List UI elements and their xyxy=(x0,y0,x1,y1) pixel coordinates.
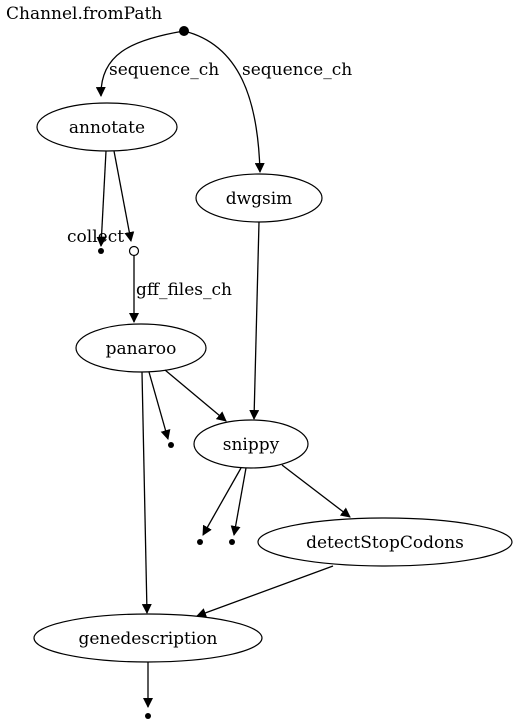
panaroo-output-dot xyxy=(168,442,174,448)
collect-operator-circle xyxy=(128,245,140,257)
annotate-output-dot xyxy=(98,248,104,254)
source-label: Channel.fromPath xyxy=(6,4,162,24)
snippy-output-dot-left xyxy=(197,539,203,545)
edge-panaroo-to-snippy xyxy=(164,369,227,422)
node-panaroo[interactable] xyxy=(75,323,207,373)
node-detectstopcodons[interactable] xyxy=(257,517,513,567)
node-snippy[interactable] xyxy=(193,419,309,469)
edge-detectstopcodons-to-genedescription xyxy=(196,565,334,618)
edge-dwgsim-to-snippy xyxy=(249,221,260,420)
node-genedescription-label: genedescription xyxy=(78,629,217,649)
edge-label-sequence-ch-right: sequence_ch xyxy=(242,60,352,80)
node-snippy-label: snippy xyxy=(223,435,280,455)
node-dwgsim-label: dwgsim xyxy=(226,189,293,209)
edge-annotate-to-dot xyxy=(96,150,107,247)
node-panaroo-label: panaroo xyxy=(106,339,177,359)
node-annotate-label: annotate xyxy=(69,118,145,138)
edge-annotate-to-collect xyxy=(113,150,135,242)
edge-label-sequence-ch-left: sequence_ch xyxy=(109,60,219,80)
genedescription-output-dot xyxy=(145,713,151,719)
edge-source-to-dwgsim xyxy=(183,30,265,173)
edge-source-to-annotate xyxy=(95,30,185,97)
edge-snippy-to-dot-left xyxy=(202,467,242,536)
edge-label-gff-files-ch: gff_files_ch xyxy=(136,280,232,300)
edge-label-collect: collect xyxy=(67,227,124,247)
edge-panaroo-to-dot xyxy=(148,371,171,440)
node-annotate[interactable] xyxy=(36,102,178,152)
edge-snippy-to-dot-right xyxy=(230,467,247,536)
node-detectstopcodons-label: detectStopCodons xyxy=(306,533,464,553)
snippy-output-dot-right xyxy=(229,539,235,545)
edge-snippy-to-detectstopcodons xyxy=(281,464,351,518)
edge-panaroo-to-genedescription xyxy=(141,371,152,614)
